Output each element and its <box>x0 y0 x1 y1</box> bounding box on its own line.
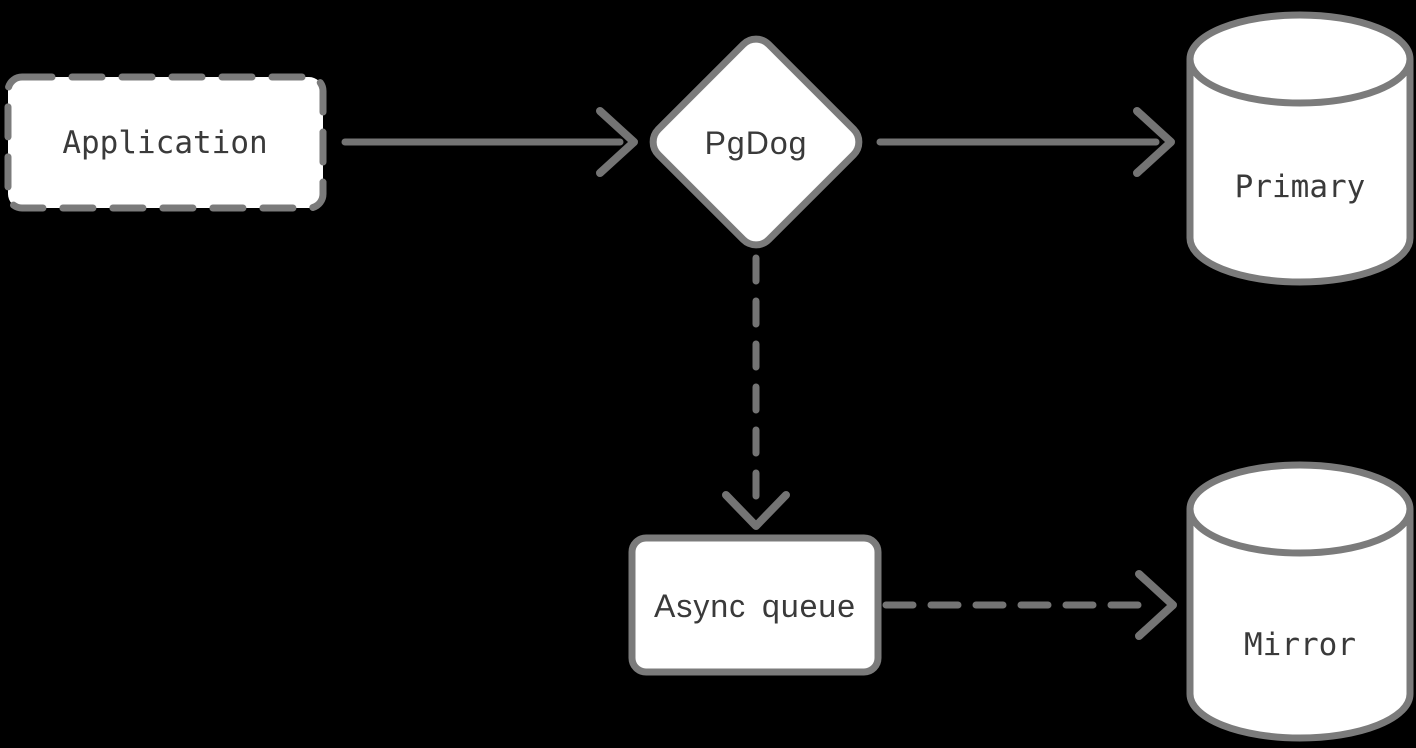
edge-pgdog-to-async-queue <box>722 254 790 530</box>
async-queue-label: Async queue <box>654 588 856 624</box>
primary-cylinder-body <box>1186 59 1414 286</box>
mirror-label: Mirror <box>1244 627 1356 663</box>
pgdog-diamond <box>649 35 863 249</box>
primary-db-node: Primary <box>1186 11 1414 286</box>
application-label: Application <box>62 125 267 161</box>
arrowhead-right-icon <box>596 107 638 177</box>
edge-application-to-pgdog <box>341 107 638 177</box>
application-box <box>4 73 327 212</box>
pgdog-label: PgDog <box>705 125 808 161</box>
mirror-cylinder-top <box>1186 461 1414 557</box>
async-queue-node: Async queue <box>628 534 882 676</box>
primary-label: Primary <box>1235 169 1366 205</box>
arrowhead-right-icon <box>1135 570 1177 640</box>
edge-async-queue-to-mirror <box>882 570 1177 640</box>
arrowhead-right-icon <box>1133 107 1175 177</box>
arrowhead-down-icon <box>722 491 790 530</box>
edge-pgdog-to-primary <box>876 107 1175 177</box>
pgdog-node: PgDog <box>649 35 863 249</box>
primary-cylinder-top <box>1186 11 1414 107</box>
application-node: Application <box>4 73 327 212</box>
async-queue-box <box>628 534 882 676</box>
mirror-db-node: Mirror <box>1186 461 1414 742</box>
mirror-cylinder-body <box>1186 509 1414 742</box>
